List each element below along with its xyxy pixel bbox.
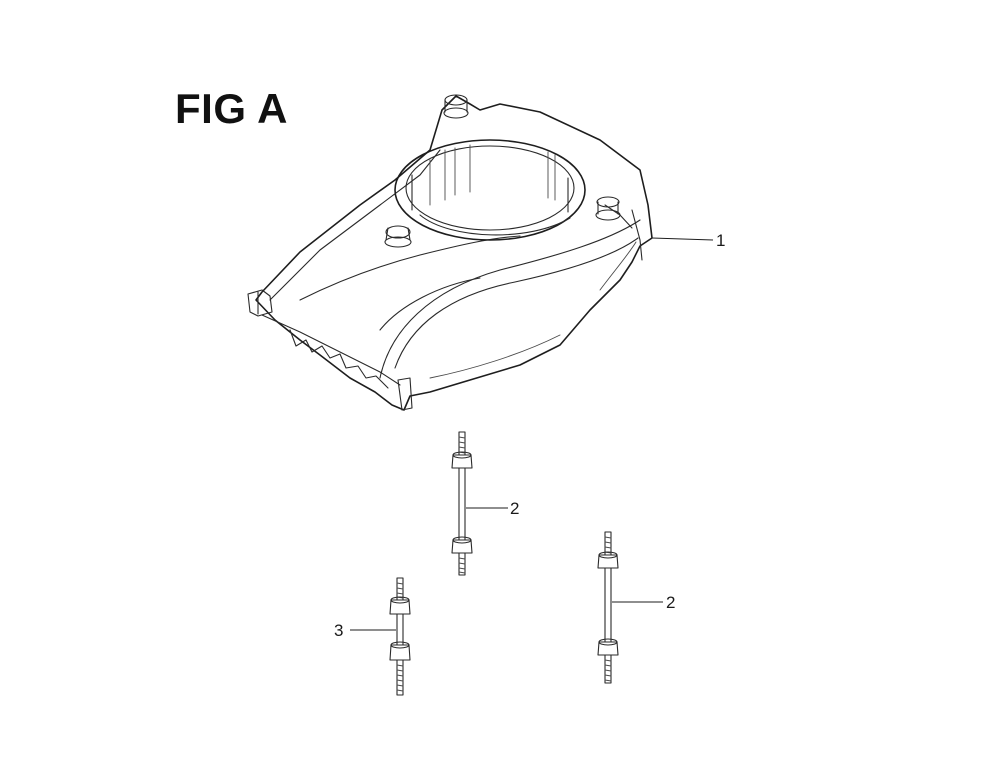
callout-2a-label: 2 bbox=[510, 499, 519, 518]
figure-title: FIG A bbox=[175, 85, 288, 132]
callout-1-label: 1 bbox=[716, 231, 725, 250]
callout-1-leader bbox=[651, 237, 714, 241]
callout-2b-label: 2 bbox=[666, 593, 675, 612]
stud-bolt-part-3 bbox=[389, 577, 411, 696]
fan-cover-part bbox=[247, 94, 653, 411]
stud-bolt-part-2b bbox=[597, 531, 619, 684]
stud-bolt-part-2a bbox=[451, 431, 473, 576]
callout-3-label: 3 bbox=[334, 621, 343, 640]
